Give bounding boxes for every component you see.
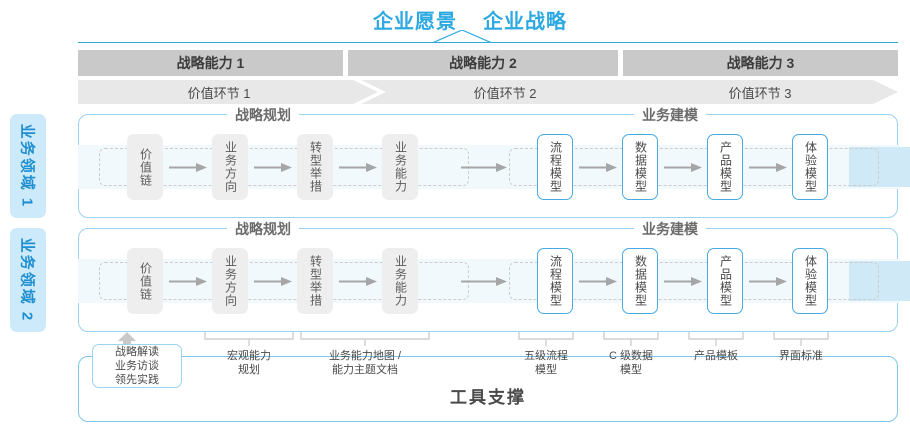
lane-2-node-value-chain[interactable]: 价值链 <box>127 248 163 314</box>
lane-1-node-process-model[interactable]: 流程模型 <box>537 134 573 200</box>
lane-1-node-business-direction[interactable]: 业务方向 <box>212 134 248 200</box>
lane-2-node-data-model-label: 数据模型 <box>633 255 648 307</box>
tool-box-strategy-interpretation[interactable]: 战略解读 业务访谈 领先实践 <box>92 344 182 388</box>
capability-bar-1-label: 战略能力 1 <box>176 55 245 71</box>
lane-2-title-strategy-planning: 战略规划 <box>227 222 299 236</box>
lane-2-node-data-model[interactable]: 数据模型 <box>622 248 658 314</box>
lane-2-arrow-4-icon <box>461 277 507 286</box>
lane-2-node-product-model[interactable]: 产品模型 <box>707 248 743 314</box>
lane-2-node-value-chain-label: 价值链 <box>138 261 153 301</box>
lane-1-flow-arrow-icon <box>849 129 910 205</box>
bracket-capability-map <box>300 332 430 346</box>
lane-2-arrow-6-icon <box>664 277 702 286</box>
lane-2-flow-arrow-icon <box>849 243 910 319</box>
lane-2-node-transformation-measures-label: 转型举措 <box>308 255 323 307</box>
lane-2-arrow-2-icon <box>254 277 292 286</box>
tool-support-title: 工具支撑 <box>450 388 526 407</box>
lane-2-arrow-7-icon <box>749 277 787 286</box>
sidebar-item-domain-2[interactable]: 业务领域 2 <box>10 228 46 332</box>
lane-1-arrow-6-icon <box>664 163 702 172</box>
tool-label-product-template: 产品模板 <box>694 350 738 362</box>
lane-2-node-process-model-label: 流程模型 <box>548 255 563 307</box>
lane-1-node-business-capability[interactable]: 业务能力 <box>382 134 418 200</box>
lane-1-node-transformation-measures-label: 转型举措 <box>308 141 323 193</box>
lane-1-arrow-2-icon <box>254 163 292 172</box>
tool-box-strategy-interpretation-label: 战略解读 业务访谈 领先实践 <box>115 346 159 386</box>
value-chevron-3-label: 价值环节 3 <box>728 85 792 101</box>
bracket-data-model <box>603 332 659 346</box>
lane-1-node-business-direction-label: 业务方向 <box>223 141 238 193</box>
header-peak-icon <box>432 30 492 43</box>
bracket-product-template <box>688 332 744 346</box>
lane-2-node-transformation-measures[interactable]: 转型举措 <box>297 248 333 314</box>
sidebar-item-domain-1[interactable]: 业务领域 1 <box>10 114 46 218</box>
capability-bar-3-label: 战略能力 3 <box>726 55 795 71</box>
tool-label-process-model: 五级流程 模型 <box>524 350 568 376</box>
capability-bar-2[interactable]: 战略能力 2 <box>348 50 618 76</box>
sidebar-item-domain-1-label: 业务领域 1 <box>18 123 36 209</box>
lane-1-node-experience-model[interactable]: 体验模型 <box>792 134 828 200</box>
lane-domain-1: 价值链 业务方向 转型举措 业务能力 流程模型 数据模型 产品模型 体验模型 <box>78 108 910 218</box>
lane-1-node-value-chain-label: 价值链 <box>138 147 153 187</box>
lane-1-arrow-3-icon <box>339 163 377 172</box>
lane-2-arrow-1-icon <box>169 277 207 286</box>
title-enterprise-strategy: 企业战略 <box>483 10 567 33</box>
value-chevron-1[interactable]: 价值环节 1 <box>78 80 378 104</box>
lane-domain-2: 价值链 业务方向 转型举措 业务能力 流程模型 数据模型 产品模型 体验模型 <box>78 222 910 332</box>
sidebar-item-domain-2-label: 业务领域 2 <box>18 237 36 323</box>
lane-1-node-data-model[interactable]: 数据模型 <box>622 134 658 200</box>
tool-connector-up-arrow-icon <box>118 332 136 352</box>
lane-1-arrow-7-icon <box>749 163 787 172</box>
lane-2-node-experience-model[interactable]: 体验模型 <box>792 248 828 314</box>
lane-1-title-business-modeling: 业务建模 <box>634 108 706 122</box>
lane-1-node-value-chain[interactable]: 价值链 <box>127 134 163 200</box>
lane-2-node-business-direction-label: 业务方向 <box>223 255 238 307</box>
tool-label-data-model: C 级数据 模型 <box>609 350 653 376</box>
tool-label-capability-map: 业务能力地图 / 能力主题文档 <box>328 350 402 376</box>
header-divider-line <box>78 42 898 43</box>
lane-2-node-process-model[interactable]: 流程模型 <box>537 248 573 314</box>
lane-1-node-data-model-label: 数据模型 <box>633 141 648 193</box>
bracket-macro-capability <box>204 332 294 346</box>
lane-1-node-business-capability-label: 业务能力 <box>393 141 408 193</box>
value-chevron-3[interactable]: 价值环节 3 <box>634 80 898 104</box>
lane-1-node-experience-model-label: 体验模型 <box>803 141 818 193</box>
lane-2-arrow-5-icon <box>579 277 617 286</box>
header-titles: 企业愿景 企业战略 <box>330 6 610 33</box>
value-chevron-row: 价值环节 1 价值环节 2 价值环节 3 <box>78 80 898 104</box>
lane-1-node-process-model-label: 流程模型 <box>548 141 563 193</box>
lane-1-node-transformation-measures[interactable]: 转型举措 <box>297 134 333 200</box>
lane-2-node-experience-model-label: 体验模型 <box>803 255 818 307</box>
lane-1-arrow-5-icon <box>579 163 617 172</box>
bracket-process-model <box>518 332 574 346</box>
lane-2-title-business-modeling: 业务建模 <box>634 222 706 236</box>
value-chevron-2[interactable]: 价值环节 2 <box>361 80 661 104</box>
lane-2-node-business-capability[interactable]: 业务能力 <box>382 248 418 314</box>
lane-1-right-dashed-group <box>509 148 879 186</box>
lane-2-right-dashed-group <box>509 262 879 300</box>
lane-2-node-business-capability-label: 业务能力 <box>393 255 408 307</box>
tool-label-macro-capability: 宏观能力 规划 <box>227 350 271 376</box>
value-chevron-2-label: 价值环节 2 <box>473 85 537 101</box>
value-chevron-1-label: 价值环节 1 <box>187 85 251 101</box>
capability-bar-2-label: 战略能力 2 <box>449 55 517 71</box>
lane-1-node-product-model-label: 产品模型 <box>718 141 733 193</box>
lane-1-node-product-model[interactable]: 产品模型 <box>707 134 743 200</box>
capability-bar-1[interactable]: 战略能力 1 <box>78 50 343 76</box>
bracket-ui-standard <box>773 332 829 346</box>
lane-1-arrow-4-icon <box>461 163 507 172</box>
title-enterprise-vision: 企业愿景 <box>373 10 457 33</box>
lane-1-arrow-1-icon <box>169 163 207 172</box>
lane-2-node-product-model-label: 产品模型 <box>718 255 733 307</box>
capability-bar-row: 战略能力 1 战略能力 2 战略能力 3 <box>78 50 898 76</box>
lane-2-node-business-direction[interactable]: 业务方向 <box>212 248 248 314</box>
tool-support-container: 工具支撑 <box>78 356 898 422</box>
lane-1-title-strategy-planning: 战略规划 <box>227 108 299 122</box>
capability-bar-3[interactable]: 战略能力 3 <box>623 50 898 76</box>
lane-2-arrow-3-icon <box>339 277 377 286</box>
tool-label-ui-standard: 界面标准 <box>779 350 823 362</box>
